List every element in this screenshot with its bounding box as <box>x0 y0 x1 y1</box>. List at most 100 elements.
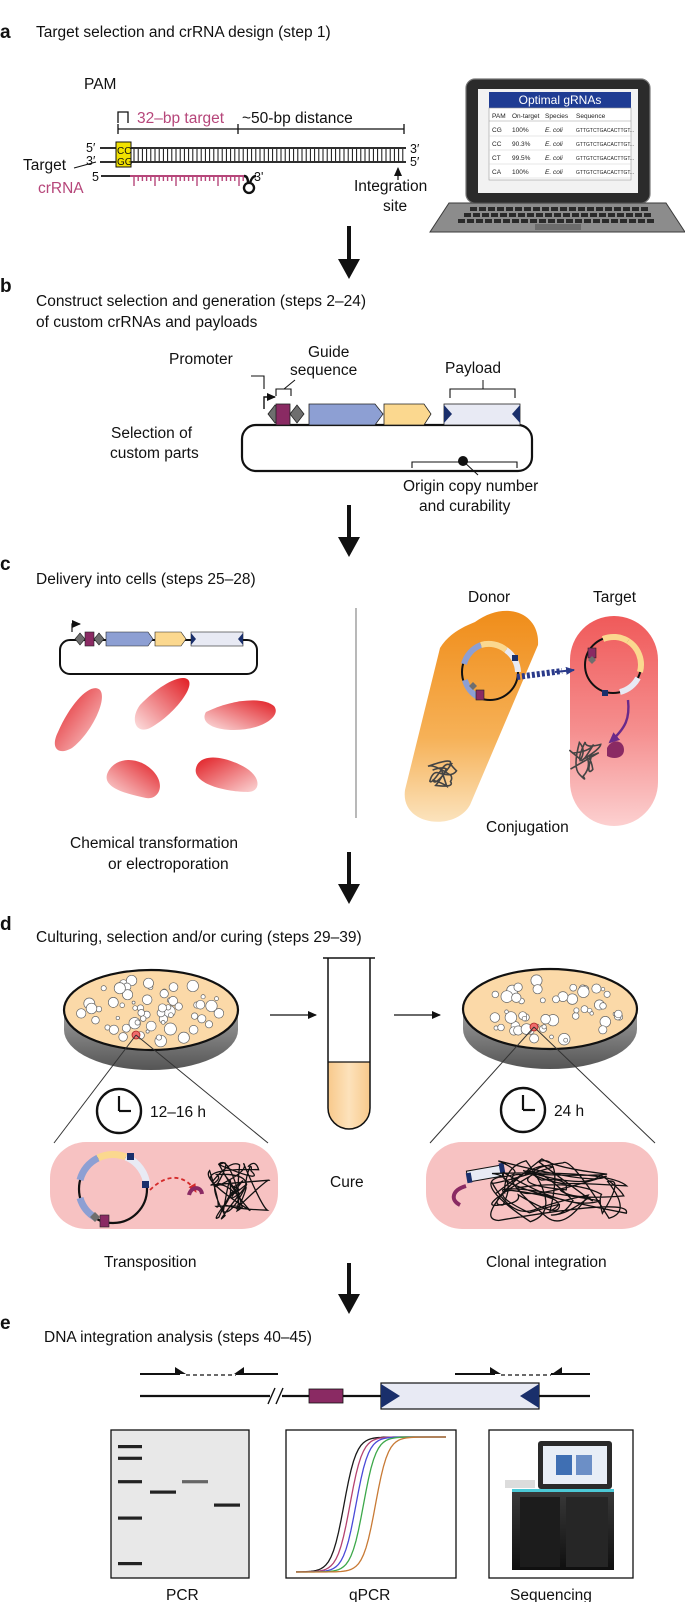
top-strand-5p: 5′ <box>86 141 96 155</box>
laptop-header-cell: Species <box>545 113 569 120</box>
guide-label-2: sequence <box>290 362 357 379</box>
colony <box>603 990 611 998</box>
qpcr-label: qPCR <box>349 1587 390 1602</box>
sequencer-machine <box>505 1441 614 1570</box>
panel-a-letter: a <box>0 22 11 43</box>
pam-top-text: CC <box>117 146 131 157</box>
right-diamond <box>289 404 305 424</box>
qpcr-curves <box>296 1436 446 1573</box>
colony <box>108 1024 119 1035</box>
clock-icon <box>95 1087 143 1135</box>
colony <box>113 982 126 995</box>
panel-b: b Construct selection and generation (st… <box>0 276 538 515</box>
guide-label-1: Guide <box>308 344 349 361</box>
colony <box>177 1031 190 1044</box>
gel-band <box>150 1490 176 1494</box>
colony <box>497 1023 505 1032</box>
pcr-label: PCR <box>166 1587 199 1602</box>
inserted-payload <box>607 741 624 758</box>
panel-c-letter: c <box>0 554 11 575</box>
pam-bracket <box>117 111 129 123</box>
laptop-table-cell: 99.5% <box>512 155 531 162</box>
donor-cell <box>404 610 539 822</box>
payload-left-arm <box>444 405 452 423</box>
colony <box>91 1016 100 1025</box>
colony <box>529 1033 539 1044</box>
clock-icon <box>499 1086 547 1134</box>
colony <box>119 1002 125 1008</box>
colony <box>580 1005 589 1014</box>
panel-c: c Delivery into cells (steps 25–28) Chem… <box>0 554 658 873</box>
colony <box>205 999 218 1013</box>
laptop-table-cell: GTTGTCTGACACTTGT... <box>576 170 634 176</box>
colony <box>134 1019 141 1026</box>
colony <box>168 1012 174 1018</box>
laptop-table-cell: E. coli <box>545 155 563 162</box>
colony <box>159 989 169 999</box>
colony <box>143 977 154 989</box>
colony <box>213 1008 225 1019</box>
colony <box>197 1014 207 1024</box>
target-strand-label: Target <box>23 157 67 174</box>
laptop-title: Optimal gRNAs <box>519 93 602 107</box>
culture-tube-liquid <box>328 1062 370 1129</box>
colony <box>549 1034 554 1040</box>
laptop-table-cell: CG <box>492 127 502 134</box>
distance-label: ~50-bp distance <box>242 110 353 127</box>
time-label-1: 12–16 h <box>150 1104 206 1121</box>
laptop-header-bar <box>489 92 631 108</box>
panel-e-letter: e <box>0 1313 11 1334</box>
colony <box>195 999 206 1010</box>
colony <box>599 1016 611 1028</box>
colony <box>566 993 578 1005</box>
colony <box>614 1009 623 1019</box>
colony <box>589 1011 594 1016</box>
colony <box>598 1025 608 1035</box>
conjugation-pilus <box>516 668 563 680</box>
petri-dish-2 <box>461 967 639 1069</box>
colony <box>539 997 546 1004</box>
panel-e-title: DNA integration analysis (steps 40–45) <box>44 1329 312 1346</box>
promoter-arrow <box>263 393 276 409</box>
colony <box>188 1025 199 1035</box>
colony <box>540 1014 551 1025</box>
crrna-hairpin <box>242 174 257 195</box>
cell-blob-4 <box>106 760 160 799</box>
zoom-cell-1 <box>50 1142 278 1229</box>
colony <box>200 994 206 1000</box>
colony <box>504 1009 509 1014</box>
laptop-table-cell: GTTGTCTGACACTTGT... <box>576 156 634 162</box>
panel-c-title: Delivery into cells (steps 25–28) <box>36 571 256 588</box>
time-label-2: 24 h <box>554 1103 584 1120</box>
gel-band <box>118 1445 142 1449</box>
gene-tan <box>383 403 432 426</box>
laptop-table-cell: CC <box>492 141 502 148</box>
gel-band <box>118 1516 142 1520</box>
target-chromosome <box>569 740 602 780</box>
colony <box>140 1015 147 1022</box>
payload-label: Payload <box>445 360 501 377</box>
colony <box>489 1012 501 1023</box>
colony <box>491 990 499 999</box>
gel-band <box>118 1480 142 1484</box>
laptop-table-cell: 100% <box>512 127 529 134</box>
chem-label-2: or electroporation <box>108 856 229 873</box>
laptop-header-cell: PAM <box>492 113 506 120</box>
colony <box>591 983 602 994</box>
target-label: 32–bp target <box>137 110 225 127</box>
panel-d: d Culturing, selection and/or curing (st… <box>0 914 658 1271</box>
colony <box>191 1012 199 1020</box>
cell-blob-5 <box>195 757 258 792</box>
pam-box <box>115 141 132 168</box>
payload-right-arm <box>512 405 520 423</box>
qpcr-plot <box>285 1429 457 1579</box>
colony <box>599 1002 607 1010</box>
origin-label-2: and curability <box>419 498 511 515</box>
colony <box>155 1034 163 1041</box>
gel-band <box>182 1480 208 1484</box>
promoter-label: Promoter <box>169 351 233 368</box>
colony <box>145 1020 157 1032</box>
colony <box>174 1002 183 1011</box>
laptop-table-cell: CT <box>492 155 501 162</box>
